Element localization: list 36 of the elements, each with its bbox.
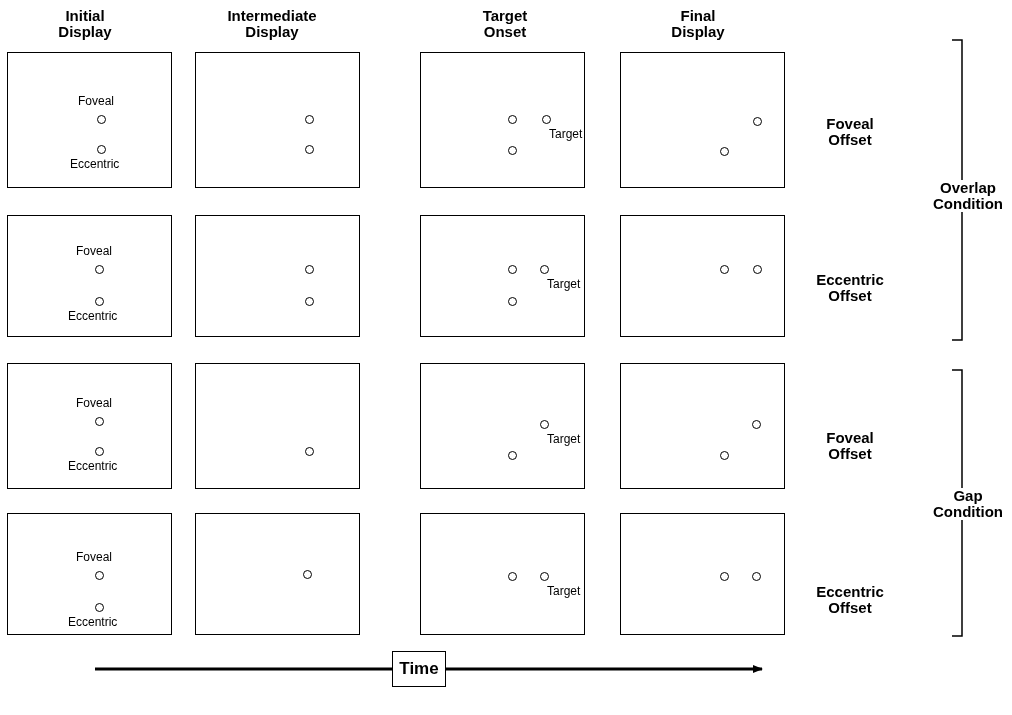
stimulus-label: Eccentric — [68, 615, 118, 629]
row-label: Foveal Offset — [825, 116, 875, 148]
stimulus-label: Target — [549, 127, 583, 141]
display-panel — [420, 513, 585, 635]
display-panel — [7, 215, 172, 337]
row-label: Eccentric Offset — [815, 272, 885, 304]
stimulus-label: Foveal — [76, 550, 113, 564]
stimulus-label: Target — [547, 584, 581, 598]
display-panel — [620, 52, 785, 188]
stimulus-label: Foveal — [78, 94, 115, 108]
column-header: Final Display — [670, 8, 726, 40]
column-header: Target Onset — [481, 8, 529, 40]
stimulus-label: Foveal — [76, 244, 113, 258]
display-panel — [195, 513, 360, 635]
display-panel — [620, 513, 785, 635]
display-panel — [195, 363, 360, 489]
display-panel — [420, 363, 585, 489]
row-label: Foveal Offset — [825, 430, 875, 462]
display-panel — [620, 363, 785, 489]
display-panel — [7, 363, 172, 489]
stimulus-label: Eccentric — [68, 309, 118, 323]
stimulus-label: Target — [547, 432, 581, 446]
display-panel — [420, 52, 585, 188]
stimulus-label: Eccentric — [68, 459, 118, 473]
column-header: Initial Display — [57, 8, 113, 40]
display-panel — [420, 215, 585, 337]
display-panel — [195, 52, 360, 188]
display-panel — [620, 215, 785, 337]
display-panel — [7, 52, 172, 188]
time-box: Time — [392, 651, 446, 687]
display-panel — [7, 513, 172, 635]
row-label: Eccentric Offset — [815, 584, 885, 616]
stimulus-label: Foveal — [76, 396, 113, 410]
stimulus-label: Eccentric — [70, 157, 120, 171]
stimulus-label: Target — [547, 277, 581, 291]
display-panel — [195, 215, 360, 337]
